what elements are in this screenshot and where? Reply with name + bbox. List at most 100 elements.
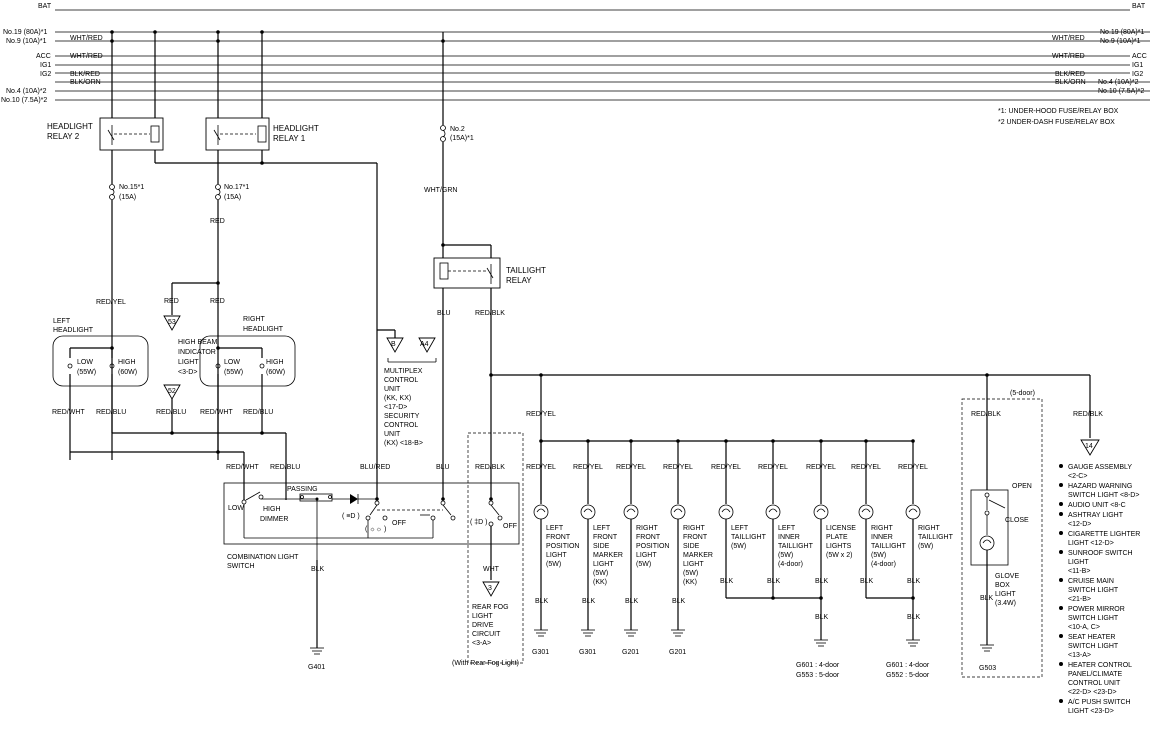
relay2-label: HEADLIGHT [47, 122, 93, 131]
switch-ground: BLK G401 [308, 560, 325, 671]
ground-label: G553 : 5-door [796, 672, 840, 679]
ground-label: G301 [532, 649, 549, 656]
low-beam-rating: (55W) [77, 369, 96, 376]
dimmer-destination-label: <11-B> [1068, 568, 1090, 575]
lamp-label: FRONT [593, 534, 618, 541]
connector-label: 14 [1085, 443, 1093, 450]
dimmer-destination-label: <2-C> [1068, 473, 1087, 480]
dimmer-destination-label: ASHTRAY LIGHT [1068, 512, 1124, 519]
bulb-icon [718, 504, 734, 520]
lamp-label: TAILLIGHT [778, 543, 814, 550]
bus-labels-right: BAT No.19 (80A)*1 No.9 (10A)*1 ACC IG1 I… [1098, 3, 1147, 95]
taillight-relay-label: TAILLIGHT [506, 266, 546, 275]
dimmer-destination-label: <22-D> <23-D> [1068, 689, 1117, 696]
lamp-label: (5W) [731, 543, 746, 550]
bus-acc-left: ACC [36, 53, 51, 60]
dimmer-circuit: RED/BLK 14 [1073, 375, 1103, 456]
lamp-label: RIGHT [918, 525, 941, 532]
wire-color-label: RED/WHT [52, 409, 85, 416]
bullet-icon [1059, 699, 1063, 703]
connector-label: B [391, 341, 396, 348]
headlight-relay-1: HEADLIGHT RELAY 1 [205, 117, 319, 151]
bulb-icon [765, 504, 781, 520]
wire-color-label: RED [164, 298, 179, 305]
wire-color-label: WHT/RED [1052, 35, 1085, 42]
ground-label: G552 : 5-door [886, 672, 930, 679]
glovebox-label: (3.4W) [995, 600, 1016, 607]
lamp-label: LEFT [593, 525, 611, 532]
lamp-label: LIGHT [546, 552, 567, 559]
left-headlight: LEFT HEADLIGHT LOW (55W) HIGH (60W) [52, 318, 149, 460]
switch-position-headlight: ( ☼☼ ) [365, 526, 386, 533]
bus-no10-right: No.10 (7.5A)*2 [1098, 88, 1144, 95]
bulb-icon [533, 504, 549, 520]
wire-color-label: RED/BLK [475, 464, 505, 471]
lamp-columns: RED/YELLEFTFRONTPOSITIONLIGHT(5W)BLKG301… [526, 439, 954, 656]
wire-color-label: BLK [672, 598, 686, 605]
wire-color-label: RED/YEL [526, 411, 556, 418]
ground-label: G601 : 4-door [796, 662, 840, 669]
bus-acc-right: ACC [1132, 53, 1147, 60]
fuse-15-label: No.15*1 [119, 184, 144, 191]
lamp-label: FRONT [636, 534, 661, 541]
glovebox-label: LIGHT [995, 591, 1016, 598]
connector-label: A4 [420, 341, 429, 348]
low-beam-label: LOW [224, 359, 240, 366]
bulb-icon [580, 504, 596, 520]
bus-drops [111, 32, 444, 125]
dimmer-destination-label: SWITCH LIGHT [1068, 587, 1119, 594]
bulb-icon [905, 504, 921, 520]
wire-color-label: BLU [436, 464, 450, 471]
lamp-label: POSITION [636, 543, 669, 550]
lamp-label: (5W) [636, 561, 651, 568]
dimmer-destination-label: AUDIO UNIT <8-C [1068, 502, 1126, 509]
fuse-17-label: No.17*1 [224, 184, 249, 191]
bullet-icon [1059, 634, 1063, 638]
switch-label: COMBINATION LIGHT [227, 554, 299, 561]
bulb-filament [583, 508, 593, 513]
indicator-label: LIGHT [178, 359, 199, 366]
glove-box-light: (5-door) RED/BLK OPEN CLOSE GLOVE BOX LI… [961, 375, 1043, 678]
wire-color-label: WHT/RED [70, 53, 103, 60]
bus-junctions [110, 30, 445, 43]
bulb-filament [673, 508, 683, 513]
lamp-label: LICENSE [826, 525, 856, 532]
wire-color-label: BLK [815, 578, 829, 585]
dimmer-destination-label: HAZARD WARNING [1068, 483, 1132, 490]
tail-grounds: BLK G601 : 4-door G553 : 5-door BLK G601… [726, 596, 930, 679]
wire-color-label: RED/BLK [1073, 411, 1103, 418]
multiplex-label: <17-D> [384, 404, 407, 411]
wire-color-label: RED [210, 298, 225, 305]
dimmer-destination-label: <12-D> [1068, 521, 1091, 528]
lamp-label: MARKER [683, 552, 713, 559]
wire-color-label: RED/WHT [200, 409, 233, 416]
low-beam-label: LOW [77, 359, 93, 366]
dimmer-destination-label: CIGARETTE LIGHTER [1068, 531, 1140, 538]
bus-ig2-right: IG2 [1132, 71, 1143, 78]
ground-label: G601 : 4-door [886, 662, 930, 669]
wire-color-label: WHT/RED [70, 35, 103, 42]
wire-color-label: BLK/ORN [70, 79, 101, 86]
dimmer-destination-label: LIGHT <12-D> [1068, 540, 1114, 547]
glovebox-open-label: OPEN [1012, 483, 1032, 490]
wire-color-label: RED/BLK [475, 310, 505, 317]
bus-ig1-right: IG1 [1132, 62, 1143, 69]
dimmer-destination-label: CONTROL UNIT [1068, 680, 1121, 687]
bullet-icon [1059, 512, 1063, 516]
bus-bat-right: BAT [1132, 3, 1146, 10]
rearfog-label: LIGHT [472, 613, 493, 620]
rearfog-label: DRIVE [472, 622, 494, 629]
bulb-filament [721, 508, 731, 513]
bus-ig1-left: IG1 [40, 62, 51, 69]
wire-color-label: RED/BLU [243, 409, 273, 416]
multiplex-label: UNIT [384, 386, 401, 393]
dimmer-destination-label: SWITCH LIGHT [1068, 643, 1119, 650]
multiplex-label: (KK, KX) [384, 395, 411, 402]
combination-light-switch: COMBINATION LIGHT SWITCH LOW HIGH DIMMER… [223, 482, 520, 570]
wire-color-label: BLK/RED [1055, 71, 1085, 78]
low-beam-rating: (55W) [224, 369, 243, 376]
wire-color-label: BLK [815, 614, 829, 621]
bulb-filament [908, 508, 918, 513]
headlight-relay-2: HEADLIGHT RELAY 2 [47, 117, 164, 151]
